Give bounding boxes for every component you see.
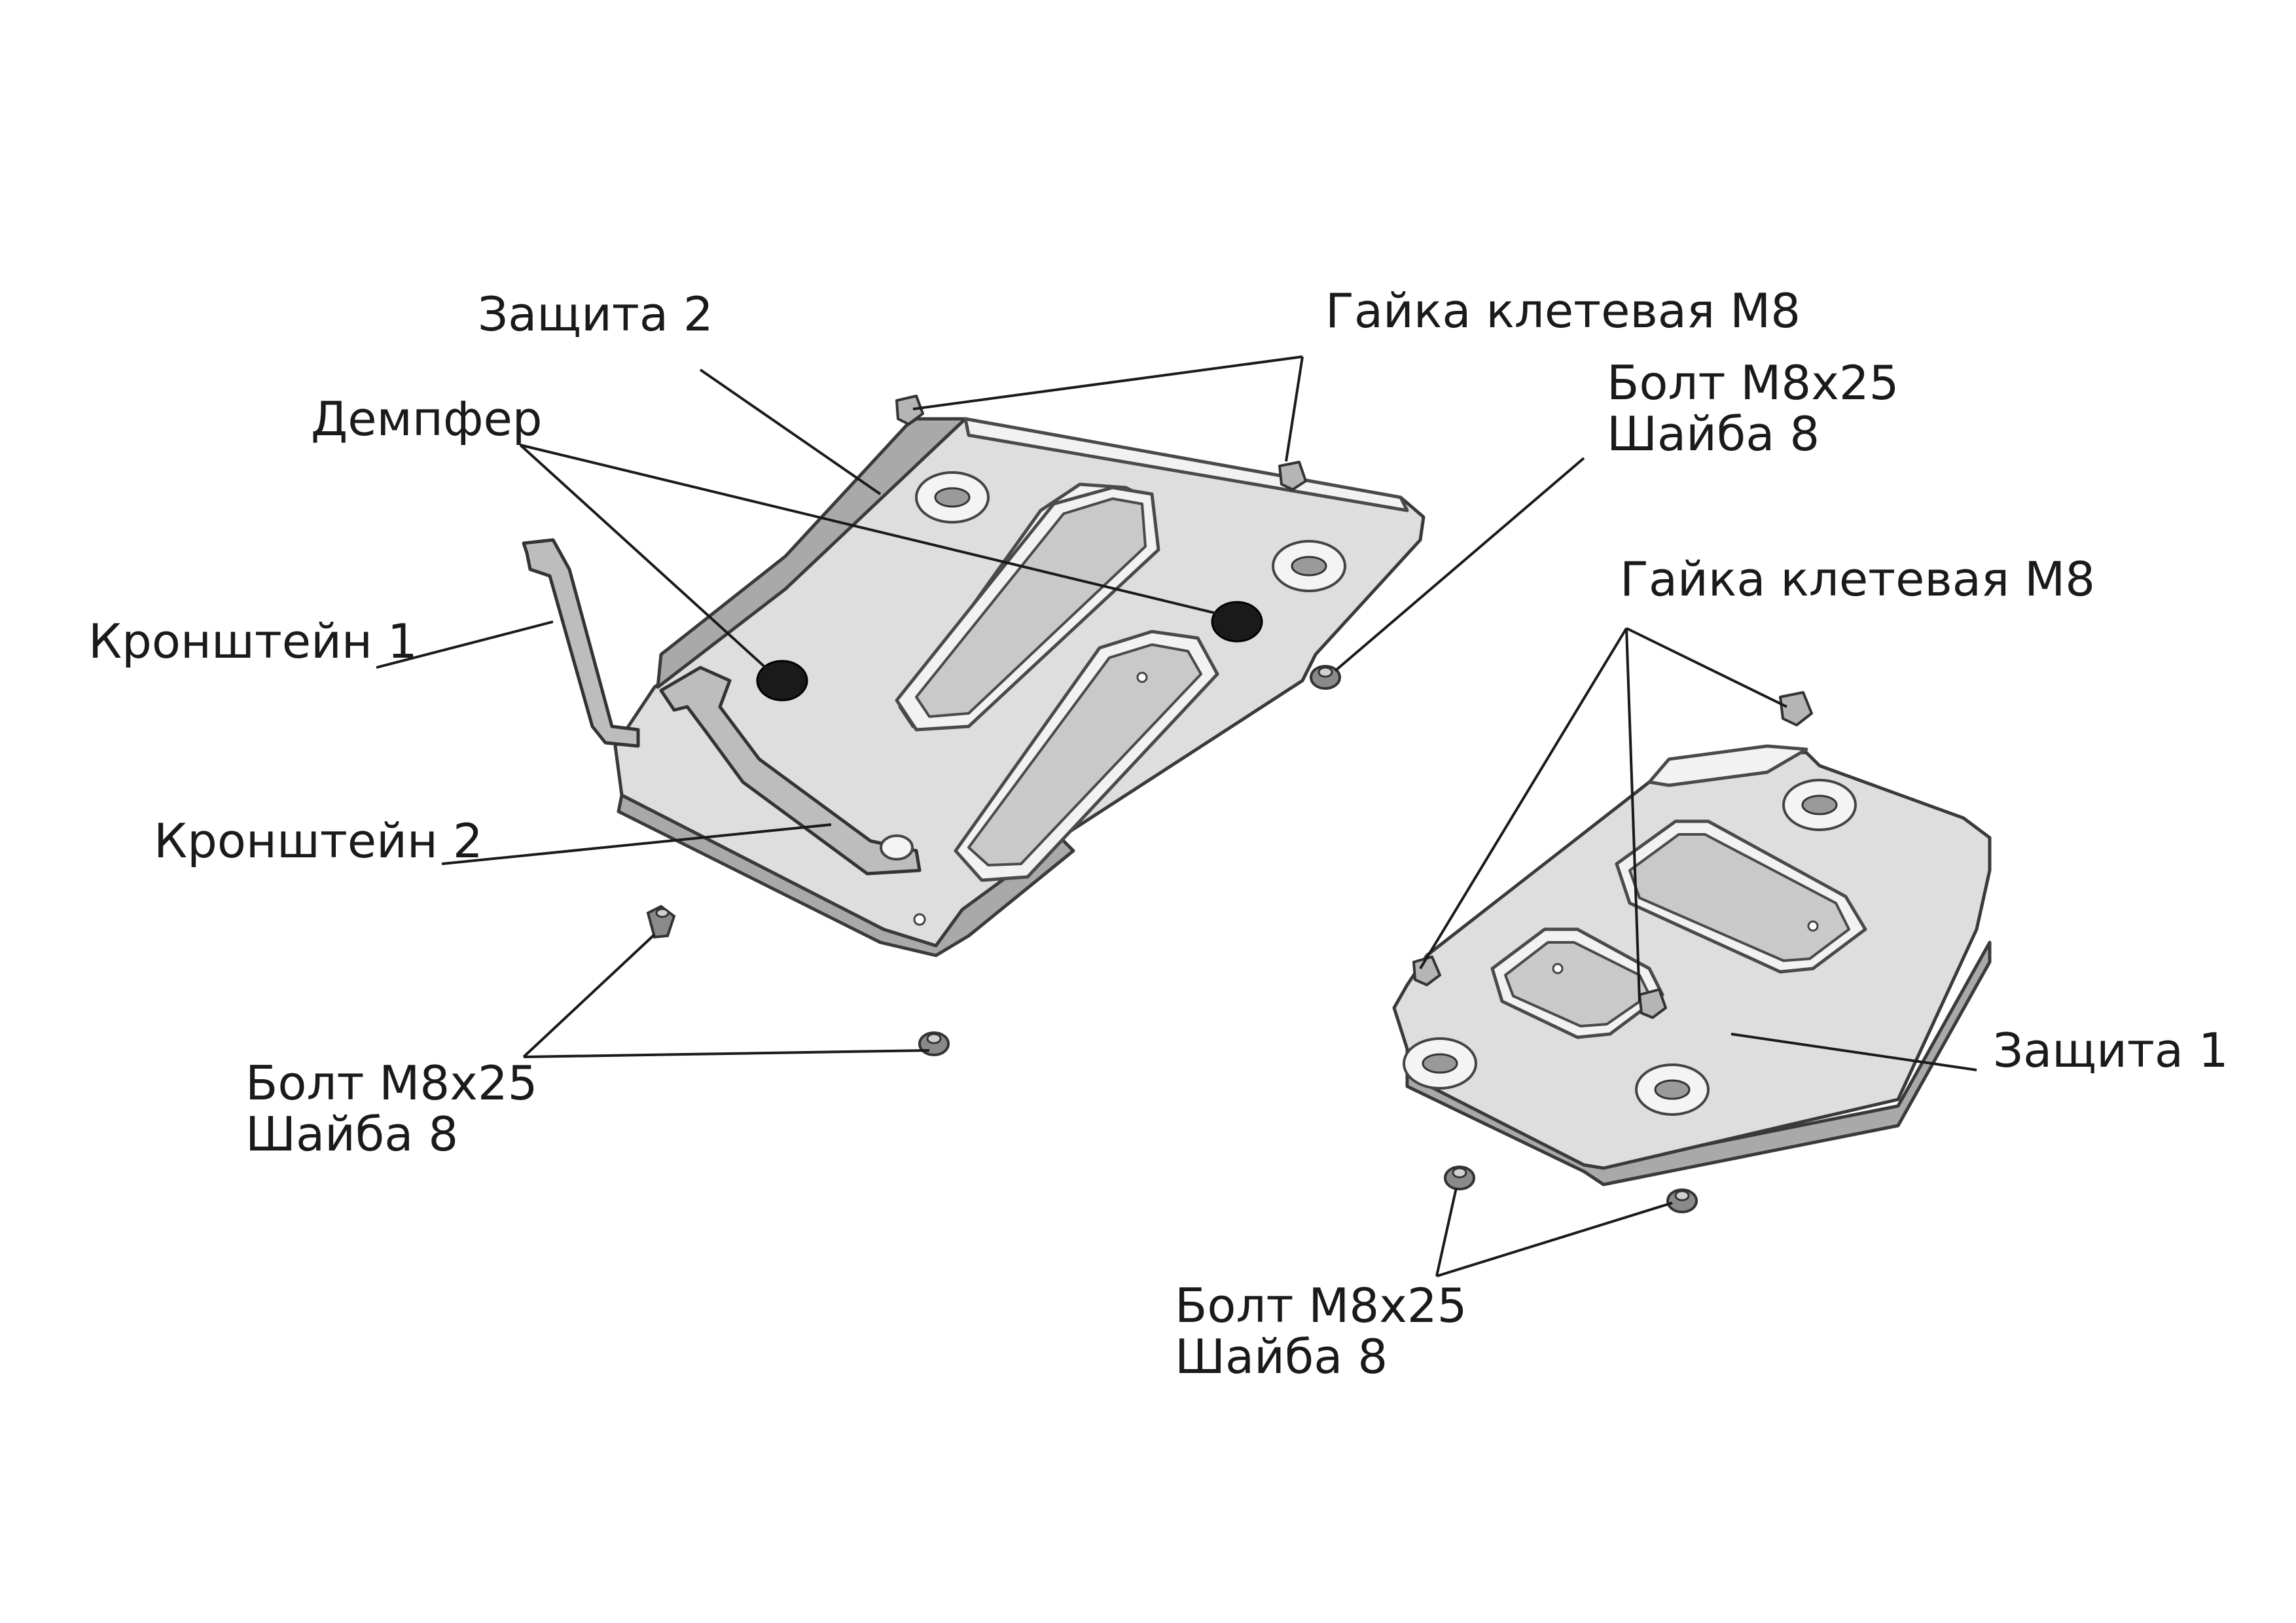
label-bolt-left-1: Болт М8x25 bbox=[245, 1056, 537, 1111]
label-kronshtein2: Кронштейн 2 bbox=[154, 813, 483, 868]
damper-1 bbox=[756, 660, 808, 702]
plate1-hole-2 bbox=[1552, 963, 1564, 974]
plate2-slot-2 bbox=[1272, 540, 1346, 592]
label-bolt-bottom-2: Шайба 8 bbox=[1175, 1329, 1388, 1384]
leader-dempfer bbox=[519, 444, 1225, 672]
leader-gaika-right bbox=[1419, 627, 1787, 1002]
leader-gaika-top bbox=[912, 355, 1304, 462]
label-bolt-top-2: Шайба 8 bbox=[1607, 406, 1820, 461]
label-gaika-top: Гайка клетевая М8 bbox=[1325, 283, 1801, 338]
cage-nut-4 bbox=[1638, 988, 1667, 1019]
label-gaika-right: Гайка клетевая М8 bbox=[1620, 552, 2095, 607]
plate1-slot-1 bbox=[1782, 779, 1857, 831]
plate2-stiffener-lower bbox=[954, 630, 1219, 882]
bolt-4 bbox=[1444, 1166, 1475, 1190]
plate1-stiffener-1 bbox=[1615, 819, 1867, 974]
bolt-1 bbox=[1310, 665, 1341, 690]
cage-nut-1 bbox=[895, 395, 924, 425]
leader-bolt-top bbox=[1334, 457, 1585, 672]
protection-plate-1 bbox=[1392, 744, 1992, 1186]
plate1-slot-3 bbox=[1635, 1063, 1710, 1116]
label-bolt-left-2: Шайба 8 bbox=[245, 1107, 458, 1162]
label-bolt-top-1: Болт М8x25 bbox=[1607, 355, 1899, 410]
bolt-2 bbox=[646, 904, 676, 939]
label-dempfer: Демпфер bbox=[311, 391, 543, 446]
plate2-stiffener-upper bbox=[895, 482, 1160, 732]
cage-nut-2 bbox=[1278, 461, 1307, 491]
bracket-2 bbox=[659, 666, 922, 876]
leader-kronshtein1 bbox=[376, 620, 554, 669]
cage-nut-3 bbox=[1412, 955, 1441, 986]
label-bolt-bottom-1: Болт М8x25 bbox=[1175, 1278, 1467, 1333]
leader-bolt-bottom bbox=[1435, 1187, 1673, 1277]
protection-plate-2 bbox=[613, 395, 1426, 957]
plate1-hole-1 bbox=[1807, 920, 1819, 932]
bracket-1 bbox=[522, 538, 640, 748]
plate2-slot-1 bbox=[915, 471, 990, 524]
bracket-2-bolt-hole bbox=[880, 834, 914, 861]
leader-lines bbox=[376, 355, 1977, 1277]
leader-kronshtein2 bbox=[441, 823, 832, 865]
label-zashchita2: Защита 2 bbox=[478, 287, 713, 342]
damper-2 bbox=[1211, 601, 1263, 643]
label-zashchita1: Защита 1 bbox=[1993, 1023, 2229, 1078]
cage-nut-5 bbox=[1779, 691, 1813, 726]
label-kronshtein1: Кронштейн 1 bbox=[88, 614, 418, 669]
labels: Защита 2 Гайка клетевая М8 Демпфер Болт … bbox=[88, 283, 2229, 1384]
leader-zashchita2 bbox=[699, 368, 882, 495]
leader-bolt-left bbox=[522, 933, 930, 1058]
bolt-5 bbox=[1666, 1188, 1698, 1213]
plate1-stiffener-2 bbox=[1490, 927, 1664, 1039]
leader-zashchita1 bbox=[1731, 1033, 1977, 1071]
plate1-slot-2 bbox=[1403, 1037, 1477, 1090]
